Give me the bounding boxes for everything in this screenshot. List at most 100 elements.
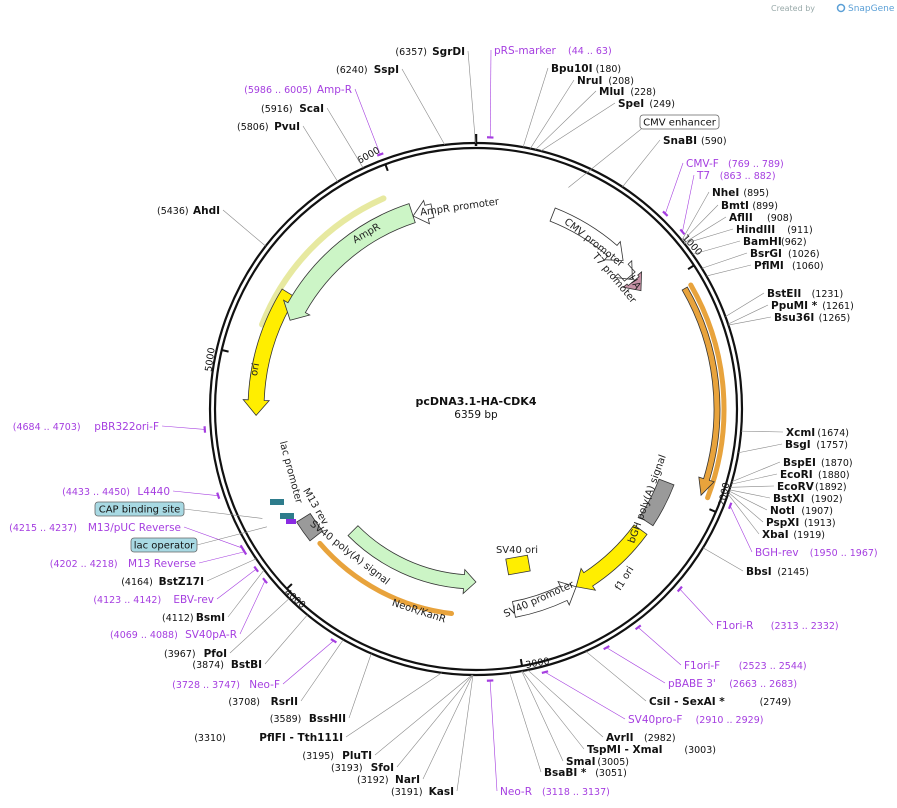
enzyme-name[interactable]: RsrII — [271, 696, 298, 708]
enzyme-leader — [731, 461, 781, 482]
enzyme-name[interactable]: SfoI — [371, 762, 394, 774]
enzyme-name[interactable]: EcoRV — [777, 481, 815, 493]
enzyme-name[interactable]: BbsI — [746, 566, 772, 578]
enzyme-name[interactable]: AflII — [729, 212, 753, 224]
primer-name[interactable]: T7 — [696, 170, 710, 182]
primer-name[interactable]: CMV-F — [686, 158, 719, 170]
primer-name[interactable]: M13/pUC Reverse — [88, 522, 181, 534]
enzyme-name[interactable]: PvuI — [274, 121, 300, 133]
primer-name[interactable]: SV40pA-R — [185, 629, 237, 641]
enzyme-name[interactable]: BsaBI * — [544, 767, 587, 779]
enzyme-leader — [535, 90, 597, 150]
enzyme-name[interactable]: BsrGI — [750, 248, 782, 260]
enzyme-name[interactable]: BsgI — [785, 439, 811, 451]
enzyme-name[interactable]: Bsu36I — [774, 312, 814, 324]
enzyme-name[interactable]: PfoI — [204, 648, 227, 660]
enzyme-name[interactable]: BstBI — [231, 659, 262, 671]
enzyme-name[interactable]: EcoRI — [780, 469, 813, 481]
neor-arrow[interactable] — [347, 525, 477, 595]
cdk4-arrow[interactable] — [681, 286, 721, 497]
enzyme-position: (180) — [596, 64, 622, 75]
primer-name[interactable]: BGH-rev — [755, 547, 799, 559]
enzyme-name[interactable]: XcmI — [786, 427, 815, 439]
boxed-feature-box[interactable] — [130, 537, 198, 553]
primer-name[interactable]: M13 Reverse — [128, 558, 196, 570]
credit-brand: SnapGene — [848, 4, 895, 14]
enzyme-position: (911) — [787, 225, 813, 236]
enzyme-name[interactable]: PspXI — [766, 517, 799, 529]
ampr-arrow[interactable] — [282, 203, 416, 321]
primer-leader — [354, 88, 381, 155]
enzyme-name[interactable]: CsiI - SexAI * — [649, 696, 725, 708]
boxed-feature-box[interactable] — [639, 114, 720, 130]
enzyme-name[interactable]: SspI — [374, 64, 399, 76]
enzyme-name[interactable]: BmtI — [721, 200, 749, 212]
enzyme-name[interactable]: BssHII — [309, 713, 346, 725]
enzyme-name[interactable]: PflMI — [754, 260, 784, 272]
enzyme-name[interactable]: BamHI — [743, 236, 782, 248]
cdk4-orf-highlight — [688, 282, 727, 501]
enzyme-name[interactable]: TspMI - XmaI — [587, 744, 663, 756]
enzyme-name[interactable]: XbaI — [762, 529, 789, 541]
primer-mark — [376, 152, 384, 157]
t7-promoter-arrow[interactable] — [613, 259, 636, 282]
primer-name[interactable]: pRS-marker — [494, 45, 557, 57]
primer-name[interactable]: Neo-R — [500, 786, 532, 798]
primer-name[interactable]: L4440 — [137, 486, 170, 498]
enzyme-position: (1261) — [822, 301, 854, 312]
enzyme-name[interactable]: PpuMI * — [771, 300, 818, 312]
enzyme-name[interactable]: AvrII — [606, 732, 634, 744]
enzyme-name[interactable]: SgrDI — [432, 46, 465, 58]
enzyme-leader — [727, 304, 769, 325]
enzyme-name[interactable]: Bpu10I — [551, 63, 593, 75]
enzyme-name[interactable]: NruI — [577, 75, 602, 87]
primer-mark — [253, 565, 259, 573]
primer-name[interactable]: EBV-rev — [173, 594, 214, 606]
primer-name[interactable]: pBABE 3' — [668, 678, 716, 690]
neor-label: NeoR/KanR — [391, 598, 448, 626]
enzyme-name[interactable]: NarI — [395, 774, 420, 786]
tick-mark — [384, 163, 389, 172]
enzyme-name[interactable]: SnaBI — [663, 135, 697, 147]
cmv-promoter-arrow[interactable] — [549, 207, 624, 261]
tick-label: 3000 — [525, 656, 551, 671]
enzyme-name[interactable]: BstEII — [767, 288, 801, 300]
enzyme-name[interactable]: NheI — [712, 187, 739, 199]
enzyme-name[interactable]: SmaI — [566, 756, 596, 768]
bgh-polya-box[interactable] — [639, 478, 675, 527]
primer-name[interactable]: Neo-F — [249, 679, 280, 691]
enzyme-name[interactable]: HindIII — [736, 224, 775, 236]
primer-name[interactable]: pBR322ori-F — [94, 421, 159, 433]
enzyme-name[interactable]: PluTI — [342, 750, 372, 762]
tick-label: 2000 — [717, 482, 733, 508]
enzyme-name[interactable]: NotI — [770, 505, 795, 517]
primer-name[interactable]: SV40pro-F — [628, 714, 682, 726]
ori-label: ori — [249, 362, 262, 377]
enzyme-name[interactable]: SpeI — [618, 98, 644, 110]
primer-leader — [172, 490, 219, 496]
enzyme-name[interactable]: KasI — [429, 786, 454, 798]
enzyme-name[interactable]: PflFI - Tth111I — [259, 732, 343, 744]
enzyme-name[interactable]: MluI — [599, 86, 624, 98]
lac-promoter-label: lac promoter — [277, 440, 304, 506]
enzyme-name[interactable]: ScaI — [299, 103, 324, 115]
features-layer — [242, 195, 727, 618]
enzyme-name[interactable]: BstZ17I — [159, 576, 204, 588]
ha-tag-arrow[interactable] — [622, 271, 643, 292]
m13-rev-mark — [286, 519, 296, 524]
enzyme-name[interactable]: AhdI — [193, 205, 220, 217]
sv40-polya-box[interactable] — [296, 512, 324, 542]
primer-name[interactable]: F1ori-F — [684, 660, 720, 672]
sv40-promoter-arrow[interactable] — [512, 580, 577, 618]
primer-name[interactable]: Amp-R — [317, 84, 352, 96]
boxed-feature-box[interactable] — [94, 501, 185, 517]
enzyme-name[interactable]: BstXI — [773, 493, 804, 505]
ampr-promoter-arrow[interactable] — [412, 199, 435, 225]
enzyme-position: (1674) — [817, 428, 849, 439]
enzyme-leader — [585, 651, 647, 702]
primer-name[interactable]: F1ori-R — [716, 620, 753, 632]
enzyme-name[interactable]: BsmI — [196, 612, 225, 624]
sv40-ori-box[interactable] — [505, 554, 531, 576]
enzyme-name[interactable]: BspEI — [783, 457, 816, 469]
